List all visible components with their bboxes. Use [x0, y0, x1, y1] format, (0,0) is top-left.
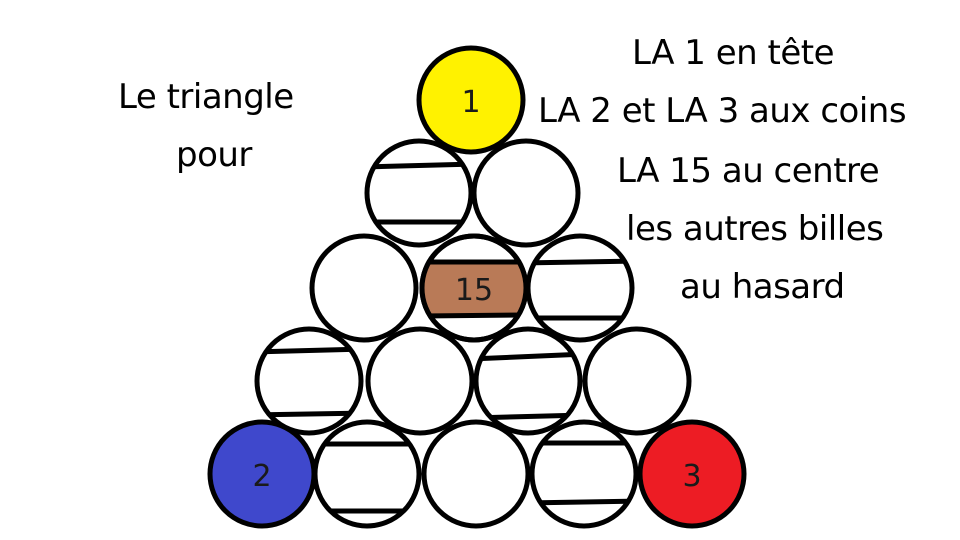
rule-line-5: au hasard	[680, 267, 845, 307]
ball-2-blue: 2	[207, 419, 317, 529]
rule-line-2: LA 2 et LA 3 aux coins	[538, 91, 907, 131]
ball-striped	[254, 326, 364, 436]
ball-solid	[421, 419, 531, 529]
ball-solid	[365, 326, 475, 436]
ball-solid	[582, 326, 692, 436]
rule-line-4: les autres billes	[626, 209, 884, 249]
ball-striped	[364, 138, 474, 248]
rule-line-3: LA 15 au centre	[617, 151, 880, 191]
ball-15-brown-band: 15	[419, 233, 529, 343]
ball-label: 2	[252, 459, 271, 494]
ball-striped	[529, 419, 639, 529]
ball-solid	[471, 138, 581, 248]
ball-striped	[473, 326, 583, 436]
ball-label: 3	[682, 459, 701, 494]
ball-3-red: 3	[637, 419, 747, 529]
ball-striped	[312, 419, 422, 529]
ball-label: 1	[461, 85, 480, 120]
ball-1-yellow: 1	[416, 45, 526, 155]
title-line-2: pour	[176, 135, 252, 175]
ball-label: 15	[455, 273, 493, 308]
rule-line-1: LA 1 en tête	[632, 33, 835, 73]
ball-striped	[525, 233, 635, 343]
title-line-1: Le triangle	[118, 77, 294, 117]
ball-solid	[309, 233, 419, 343]
